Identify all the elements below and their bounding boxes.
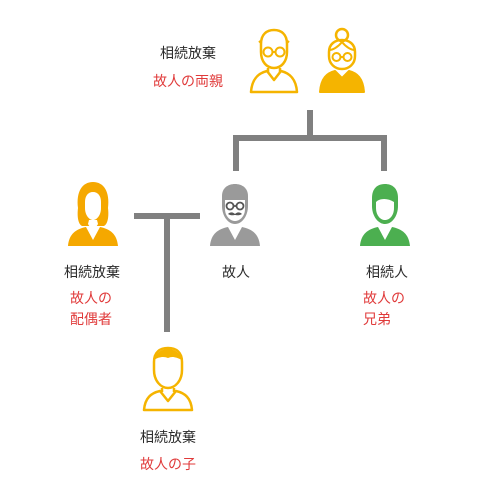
spouse-icon [68, 182, 118, 246]
child-status-label: 相続放棄 [140, 430, 196, 446]
deceased-name-label: 故人 [222, 265, 250, 281]
sibling-icon [360, 184, 410, 246]
sibling-relation-line2: 兄弟 [363, 312, 391, 328]
deceased-drop-line [233, 135, 239, 171]
spouse-relation-line1: 故人の [70, 291, 112, 307]
parents-horizontal-line [233, 135, 387, 141]
child-icon [142, 346, 194, 412]
deceased-icon [210, 184, 260, 246]
sibling-status-label: 相続人 [366, 265, 408, 281]
parents-status-label: 相続放棄 [160, 46, 216, 62]
spouse-status-label: 相続放棄 [64, 265, 120, 281]
spouse-relation-line2: 配偶者 [70, 312, 112, 328]
child-vertical-line [164, 213, 170, 332]
sibling-drop-line [381, 135, 387, 171]
child-relation-label: 故人の子 [140, 457, 196, 473]
mother-icon [319, 27, 365, 93]
sibling-relation-line1: 故人の [363, 291, 405, 307]
father-icon [249, 28, 299, 94]
parents-relation-label: 故人の両親 [153, 74, 223, 90]
parents-vertical-line [307, 110, 313, 137]
